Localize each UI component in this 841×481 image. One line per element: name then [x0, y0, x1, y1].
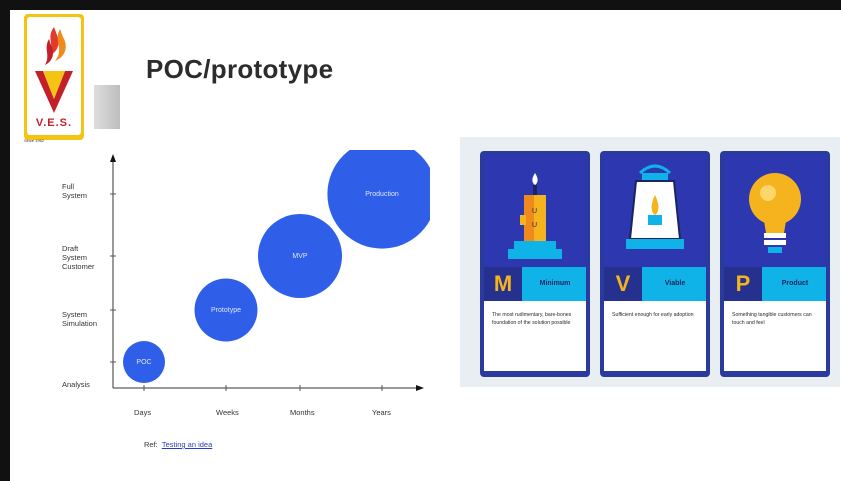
- mvp-card-product: P Product Something tangible customers c…: [720, 151, 830, 377]
- y-tick-label: Analysis: [62, 380, 90, 389]
- lantern-icon: [626, 164, 684, 249]
- svg-text:U: U: [532, 208, 537, 215]
- slide: V.E.S. Since 1962 POC/prototype POC Proto…: [10, 10, 841, 481]
- bubble-production: [327, 150, 430, 249]
- logo-since-text: Since 1962: [24, 138, 45, 143]
- x-tick-label: Months: [290, 408, 315, 417]
- x-tick-label: Days: [134, 408, 152, 417]
- bubble-label-prototype: Prototype: [211, 307, 241, 314]
- svg-text:U: U: [532, 222, 537, 229]
- mvp-card-viable: V Viable Sufficient enough for early ado…: [600, 151, 710, 377]
- y-axis-arrow-icon: [110, 154, 116, 162]
- bubble-mvp: [258, 214, 342, 298]
- bubble-label-mvp: MVP: [292, 253, 308, 260]
- bubble-label-poc: POC: [136, 359, 151, 366]
- x-axis-arrow-icon: [416, 385, 424, 391]
- mvp-card-minimum: U U M Minimum The most rudimentary, bare…: [480, 151, 590, 377]
- reference: Ref: Testing an idea: [144, 440, 212, 449]
- logo-text: V.E.S.: [35, 117, 73, 129]
- decorative-block: [94, 85, 120, 129]
- candle-icon: U U: [508, 173, 562, 259]
- window-left-border: [0, 0, 10, 481]
- mvp-word-minimum: Minimum: [539, 280, 571, 287]
- mvp-desc-minimum: The most rudimentary, bare-bones foundat…: [492, 312, 572, 326]
- slide-title: POC/prototype: [146, 54, 334, 84]
- mvp-graphic: U U M Minimum The most rudimentary, bare…: [460, 137, 840, 387]
- mvp-letter-m: M: [493, 271, 513, 296]
- mvp-letter-v: V: [615, 271, 631, 296]
- bubble-poc: [123, 341, 165, 383]
- mvp-letter-p: P: [735, 271, 751, 296]
- reference-link[interactable]: Testing an idea: [161, 440, 213, 449]
- lightbulb-icon: [749, 173, 801, 253]
- ves-logo: V.E.S.: [24, 14, 84, 140]
- reference-prefix: Ref:: [144, 440, 158, 449]
- x-tick-label: Weeks: [216, 408, 239, 417]
- x-tick-label: Years: [372, 408, 391, 417]
- mvp-desc-product: Something tangible customers can touch a…: [732, 312, 812, 326]
- mvp-word-product: Product: [781, 280, 809, 287]
- bubble-label-production: Production: [365, 191, 399, 198]
- window-top-border: [0, 0, 841, 10]
- flame-logo-icon: [35, 27, 73, 113]
- mvp-desc-viable: Sufficient enough for early adoption: [612, 312, 694, 318]
- bubble-prototype: [194, 278, 258, 342]
- mvp-word-viable: Viable: [664, 280, 686, 287]
- chart-svg: POC Prototype MVP Production: [110, 150, 430, 391]
